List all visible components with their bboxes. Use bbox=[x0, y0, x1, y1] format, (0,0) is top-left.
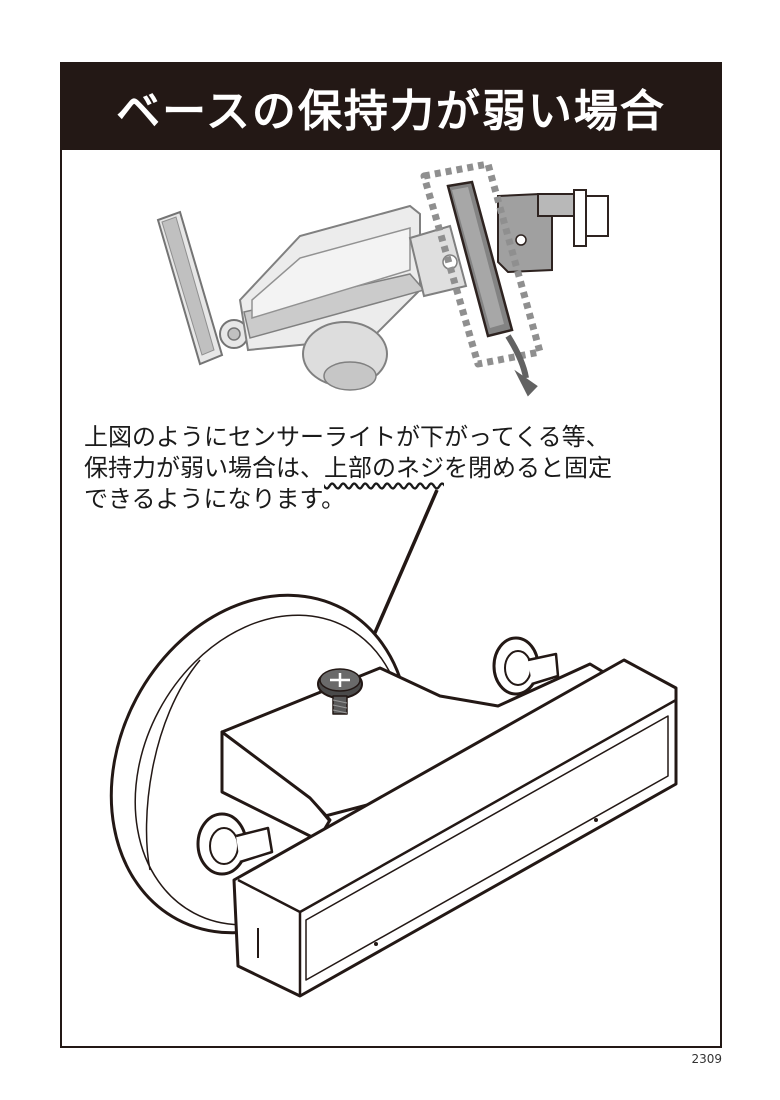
light-body bbox=[238, 204, 426, 391]
base-illustration bbox=[109, 593, 678, 998]
base-plate bbox=[446, 180, 514, 338]
front-rail bbox=[232, 658, 678, 998]
instruction-line-3: できるようになります。 bbox=[84, 485, 346, 513]
wall-bracket bbox=[497, 189, 609, 274]
instruction-line-2: 保持力が弱い場合は、上部のネジを閉めると固定 bbox=[84, 454, 612, 482]
highlight-dotted-outline bbox=[420, 160, 544, 368]
sensor-panel bbox=[156, 210, 249, 366]
front-pin bbox=[196, 812, 274, 876]
page-title: ベースの保持力が弱い場合 bbox=[62, 64, 720, 150]
instruction-line-1: 上図のようにセンサーライトが下がってくる等、 bbox=[84, 423, 610, 451]
document-code: 2309 bbox=[691, 1052, 722, 1066]
emphasis-top-screw: 上部のネジ bbox=[324, 454, 444, 482]
instruction-text: 上図のようにセンサーライトが下がってくる等、 保持力が弱い場合は、上部のネジを閉… bbox=[84, 422, 704, 515]
pointer-arrow-icon bbox=[354, 489, 439, 675]
down-arrow-icon bbox=[505, 334, 538, 397]
sensor-light-illustration bbox=[156, 160, 609, 397]
rear-pin bbox=[492, 636, 560, 696]
instruction-panel: ベースの保持力が弱い場合 上図のようにセンサーライトが下がってくる等、 保持力が… bbox=[60, 62, 722, 1048]
screw-icon bbox=[317, 668, 363, 715]
